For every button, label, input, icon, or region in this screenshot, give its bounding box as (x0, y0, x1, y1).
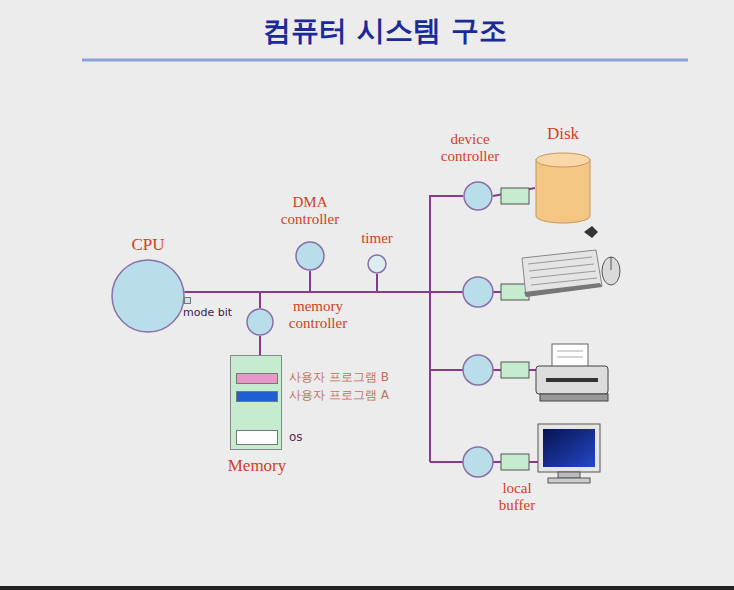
keyboard-keys (528, 257, 597, 285)
cylinder-outline (535, 152, 591, 224)
node-label: CPU (98, 236, 198, 255)
slide-title: 컴퓨터 시스템 구조 (82, 14, 688, 48)
cylinder-body (536, 159, 590, 223)
printer-icon (536, 344, 608, 401)
node-label: DMA controller (270, 194, 350, 227)
bus-connector (185, 274, 377, 292)
user-program-block: 사용자 프로그램 A (236, 391, 278, 402)
bus-wire (493, 461, 501, 463)
printer-tray (540, 394, 608, 401)
printer-body (536, 366, 608, 394)
bus-wire (493, 369, 501, 371)
monitor-screen (543, 429, 595, 467)
circle-shape (247, 309, 273, 335)
device-controller-circle: device controller (463, 181, 493, 211)
bus-wire (529, 369, 536, 371)
user-program-block: 사용자 프로그램 B (236, 373, 278, 384)
node-label: mode bit (183, 307, 253, 319)
bus-wire (493, 291, 501, 293)
node-label: os (289, 431, 303, 444)
mode-bit-square: mode bit (184, 297, 191, 304)
bus-wire (430, 461, 463, 463)
cpu-circle: CPU (111, 259, 185, 333)
printer-slot (546, 378, 598, 382)
circle-shape (368, 255, 386, 273)
mouse-button (611, 257, 612, 270)
node-label: Disk (513, 125, 613, 144)
bus-connector (185, 271, 310, 292)
printer-paper (552, 344, 588, 368)
node-label: device controller (430, 131, 510, 164)
mouse (602, 257, 620, 285)
os-block: os (236, 430, 278, 445)
circle-shape (296, 242, 324, 270)
monitor-icon (538, 424, 600, 483)
keyboard-edge (524, 283, 602, 297)
timer-circle: timer (367, 254, 387, 274)
key-row (529, 264, 594, 271)
memory-controller-circle: memory controller (246, 308, 274, 336)
controller-circle (463, 277, 493, 307)
disk-cylinder: Disk (535, 152, 591, 224)
bus-connector (185, 292, 260, 308)
controller-circle (463, 355, 493, 385)
bus-connector (185, 196, 463, 292)
buffer-box (501, 188, 529, 204)
circle-shape (112, 260, 184, 332)
key-row (528, 257, 592, 264)
buffer-box (501, 362, 529, 378)
keyboard-icon (522, 226, 620, 297)
node-label: Memory (207, 457, 307, 476)
circle-outline (463, 181, 493, 211)
circle-outline (367, 254, 387, 274)
node-label: 사용자 프로그램 B (289, 371, 389, 384)
circle-shape (464, 182, 492, 210)
buffer-label: local buffer (492, 480, 542, 513)
bus-wire (430, 291, 463, 293)
buffer-box (501, 454, 529, 470)
title-rule (82, 59, 688, 62)
paper-line (557, 357, 583, 358)
node-label: timer (337, 230, 417, 247)
paper-line (557, 351, 583, 352)
circle-outline (295, 241, 325, 271)
monitor-stand (558, 472, 580, 478)
key-row (531, 278, 597, 285)
cylinder-top (536, 153, 590, 167)
node-label: 사용자 프로그램 A (289, 389, 389, 402)
controller-circle (463, 447, 493, 477)
monitor-base (548, 478, 590, 483)
controller-circles (463, 277, 493, 477)
bus-wire (529, 461, 538, 463)
bus-wire (429, 292, 431, 462)
keyboard-body (522, 250, 602, 296)
system-bus (430, 292, 538, 462)
dma-controller-circle: DMA controller (295, 241, 325, 271)
bottom-bar (0, 586, 734, 590)
monitor-frame (538, 424, 600, 472)
bus-connector (259, 336, 261, 355)
node-label: memory controller (278, 298, 358, 331)
memory-box: Memory사용자 프로그램 B사용자 프로그램 Aos (230, 355, 282, 450)
local-buffers (501, 284, 529, 470)
circle-outline (246, 308, 274, 336)
wireless-receiver (584, 226, 598, 238)
bus-wire (430, 369, 463, 371)
key-row (530, 271, 596, 278)
circle-outline (111, 259, 185, 333)
